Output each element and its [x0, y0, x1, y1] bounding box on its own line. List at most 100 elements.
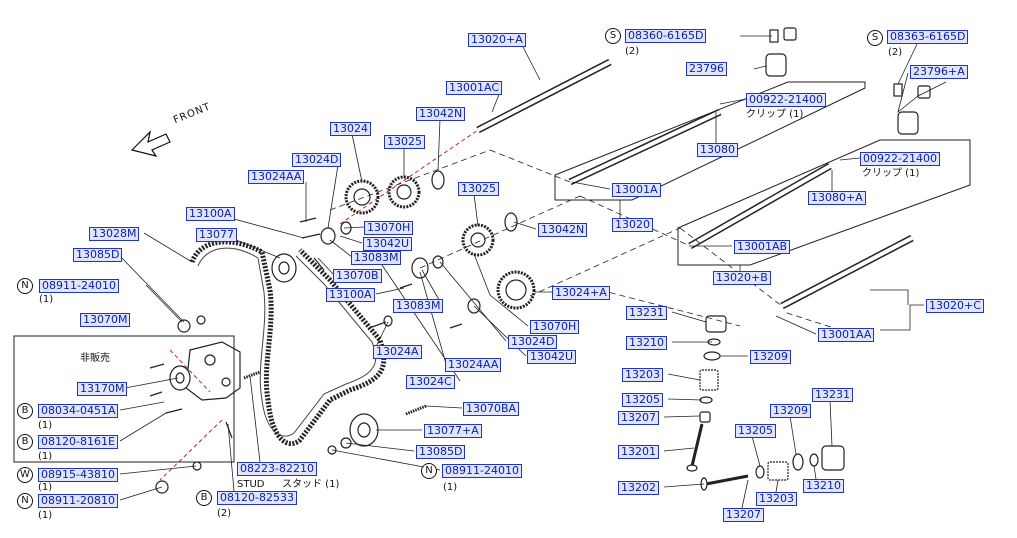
- dashed-centerlines: [329, 149, 841, 331]
- part-number-p40[interactable]: 08360-6165D: [625, 29, 707, 43]
- part-number-p20[interactable]: 13100A: [326, 288, 375, 302]
- part-number-p6[interactable]: 13024D: [292, 153, 342, 167]
- callout-c2: S: [867, 30, 883, 46]
- part-number-p15[interactable]: 13085D: [73, 248, 123, 262]
- part-number-p24[interactable]: 13024D: [508, 335, 558, 349]
- note-n12: STUD: [237, 479, 265, 490]
- part-number-p67[interactable]: 13207: [723, 508, 764, 522]
- part-number-p2[interactable]: 13001AC: [446, 81, 503, 95]
- note-n3: クリップ (1): [746, 109, 804, 120]
- part-number-p25[interactable]: 13024A: [373, 345, 422, 359]
- part-number-p27[interactable]: 13024AA: [445, 358, 502, 372]
- part-number-p33[interactable]: 08120-8161E: [38, 435, 118, 449]
- part-number-p26[interactable]: 13042U: [527, 350, 577, 364]
- part-number-p21[interactable]: 13083M: [393, 299, 444, 313]
- bolts: [149, 217, 463, 439]
- part-number-p8[interactable]: 13025: [458, 182, 499, 196]
- part-number-p31[interactable]: 13070BA: [463, 402, 520, 416]
- note-n11: (1): [443, 482, 458, 493]
- part-number-p23[interactable]: 13070H: [530, 320, 580, 334]
- callout-c5: B: [17, 434, 33, 450]
- part-number-p18[interactable]: 08911-24010: [39, 279, 119, 293]
- note-n2: (2): [888, 47, 903, 58]
- part-number-p50[interactable]: 13001AB: [734, 240, 791, 254]
- part-number-p52[interactable]: 13020+C: [926, 299, 984, 313]
- part-number-p62[interactable]: 13205: [735, 424, 776, 438]
- callout-c9: N: [421, 463, 437, 479]
- part-number-p64[interactable]: 13202: [618, 481, 659, 495]
- part-number-p48[interactable]: 13080+A: [808, 191, 866, 205]
- part-number-p42[interactable]: 23796: [686, 62, 727, 76]
- part-number-p41[interactable]: 08363-6165D: [887, 30, 969, 44]
- note-n6: 非販売: [80, 353, 110, 364]
- camshafts: [476, 58, 914, 310]
- part-number-p56[interactable]: 13209: [750, 350, 791, 364]
- part-number-p12[interactable]: 13042N: [538, 223, 588, 237]
- part-number-p51[interactable]: 13020+B: [713, 271, 771, 285]
- note-n1: (2): [625, 46, 640, 57]
- camshaft-box-lower: [677, 139, 971, 266]
- part-number-p13[interactable]: 13028M: [89, 227, 140, 241]
- callout-c7: N: [17, 493, 33, 509]
- part-number-p58[interactable]: 13205: [622, 393, 663, 407]
- part-number-p37[interactable]: 08915-43810: [38, 468, 118, 482]
- dashed-guides: [159, 129, 479, 481]
- tensioner-frame: [13, 335, 235, 463]
- part-number-p66[interactable]: 13203: [756, 492, 797, 506]
- note-n5: (1): [39, 294, 54, 305]
- part-number-p3[interactable]: 13042N: [416, 107, 466, 121]
- note-n10: (1): [38, 510, 53, 521]
- part-number-p63[interactable]: 13201: [618, 445, 659, 459]
- part-number-p17[interactable]: 13070B: [333, 269, 382, 283]
- part-number-p53[interactable]: 13231: [626, 306, 667, 320]
- part-number-p65[interactable]: 13210: [803, 479, 844, 493]
- part-number-p14[interactable]: 13042U: [363, 237, 413, 251]
- part-number-p11[interactable]: 13077: [196, 228, 237, 242]
- note-n4: クリップ (1): [862, 168, 920, 179]
- front-arrow: [130, 130, 171, 157]
- part-number-p9[interactable]: 13100A: [186, 207, 235, 221]
- part-number-p47[interactable]: 13001A: [612, 183, 661, 197]
- part-number-p22[interactable]: 13070M: [80, 313, 131, 327]
- part-number-p5[interactable]: 13025: [384, 135, 425, 149]
- part-number-p55[interactable]: 13210: [626, 336, 667, 350]
- part-number-p35[interactable]: 08911-24010: [442, 464, 522, 478]
- part-number-p44[interactable]: 00922-21400: [746, 93, 826, 107]
- part-number-p1[interactable]: 13020+A: [468, 33, 526, 47]
- part-number-p38[interactable]: 08120-82533: [217, 491, 297, 505]
- part-number-p16[interactable]: 13083M: [351, 251, 402, 265]
- part-number-p4[interactable]: 13024: [330, 122, 371, 136]
- part-number-p39[interactable]: 08911-20810: [38, 494, 118, 508]
- part-number-p34[interactable]: 13085D: [416, 445, 466, 459]
- timing-belt-inner: [197, 247, 377, 437]
- note-n14: (2): [217, 508, 232, 519]
- part-number-p7[interactable]: 13024AA: [248, 170, 305, 184]
- sensors: [765, 27, 931, 135]
- part-number-p30[interactable]: 08034-0451A: [38, 404, 119, 418]
- part-number-p29[interactable]: 13170M: [77, 382, 128, 396]
- note-n8: (1): [38, 451, 53, 462]
- part-number-p45[interactable]: 13080: [697, 143, 738, 157]
- part-number-p60[interactable]: 13207: [618, 411, 659, 425]
- part-number-p36[interactable]: 08223-82210: [237, 462, 317, 476]
- part-number-p32[interactable]: 13077+A: [424, 424, 482, 438]
- part-number-p59[interactable]: 13231: [812, 388, 853, 402]
- part-number-p43[interactable]: 23796+A: [910, 65, 968, 79]
- callout-c1: S: [605, 28, 621, 44]
- part-number-p28[interactable]: 13024C: [406, 375, 455, 389]
- timing-belt: [189, 239, 387, 447]
- part-number-p49[interactable]: 13020: [612, 218, 653, 232]
- note-n9: (1): [38, 482, 53, 493]
- part-number-p54[interactable]: 13001AA: [818, 328, 875, 342]
- idler-pulleys: [155, 221, 481, 494]
- part-number-p19[interactable]: 13024+A: [552, 286, 610, 300]
- part-number-p57[interactable]: 13203: [622, 368, 663, 382]
- sprockets: [344, 170, 536, 310]
- part-number-p46[interactable]: 00922-21400: [860, 152, 940, 166]
- valve-train: [686, 315, 845, 491]
- part-number-p10[interactable]: 13070H: [364, 221, 414, 235]
- part-number-p61[interactable]: 13209: [770, 404, 811, 418]
- callout-c4: B: [17, 403, 33, 419]
